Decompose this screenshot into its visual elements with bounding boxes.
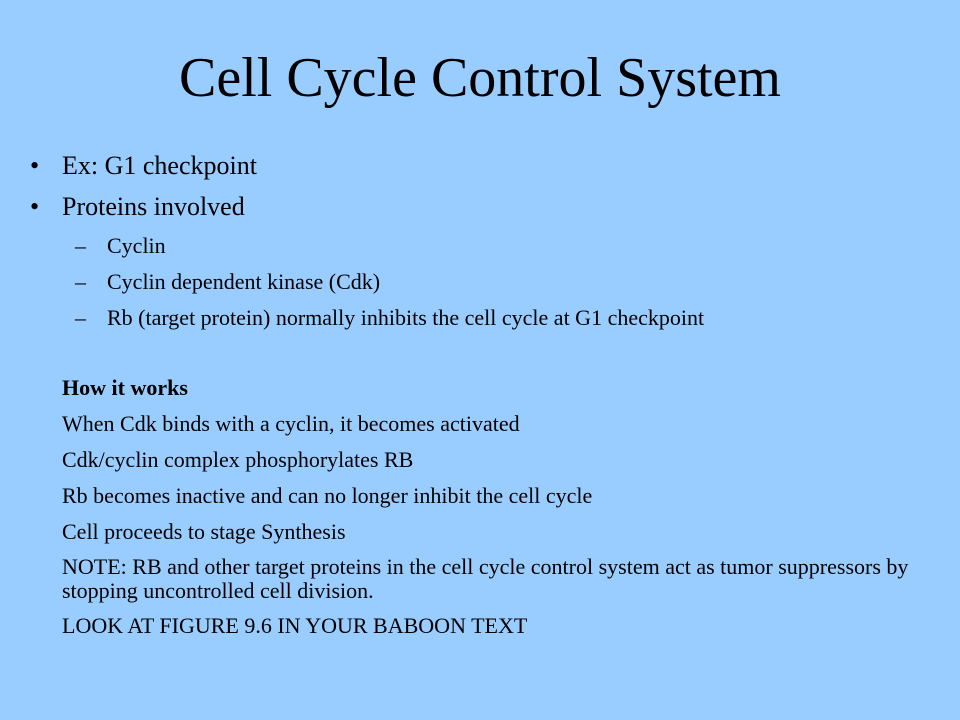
paragraph: Cell proceeds to stage Synthesis (62, 519, 346, 544)
note-paragraph: NOTE: RB and other target proteins in th… (62, 554, 909, 603)
dash-glyph: – (75, 233, 86, 258)
bullet-list: • Ex: G1 checkpoint • Proteins involved … (30, 150, 940, 340)
sub-bullet-text: Cyclin (107, 233, 166, 258)
bullet-glyph: • (30, 192, 40, 221)
sub-bullet-text: Cyclin dependent kinase (Cdk) (107, 269, 381, 294)
bullet-item: • Proteins involved (30, 191, 940, 223)
dash-glyph: – (75, 305, 86, 330)
paragraph: When Cdk binds with a cyclin, it becomes… (62, 411, 520, 436)
bullet-item: • Ex: G1 checkpoint (30, 150, 940, 182)
section-heading: How it works (62, 375, 188, 400)
sub-bullet-item: – Cyclin (30, 232, 940, 260)
sub-bullet-text: Rb (target protein) normally inhibits th… (107, 305, 705, 330)
explanation-block: How it works When Cdk binds with a cycli… (62, 375, 947, 649)
bullet-text: Ex: G1 checkpoint (62, 151, 257, 180)
bullet-glyph: • (30, 151, 40, 180)
paragraph: LOOK AT FIGURE 9.6 IN YOUR BABOON TEXT (62, 613, 528, 638)
sub-bullet-item: – Rb (target protein) normally inhibits … (30, 304, 940, 332)
paragraph: Rb becomes inactive and can no longer in… (62, 483, 593, 508)
dash-glyph: – (75, 269, 86, 294)
slide-title: Cell Cycle Control System (179, 47, 781, 109)
sub-bullet-item: – Cyclin dependent kinase (Cdk) (30, 268, 940, 296)
paragraph: Cdk/cyclin complex phosphorylates RB (62, 447, 414, 472)
bullet-text: Proteins involved (62, 192, 245, 221)
